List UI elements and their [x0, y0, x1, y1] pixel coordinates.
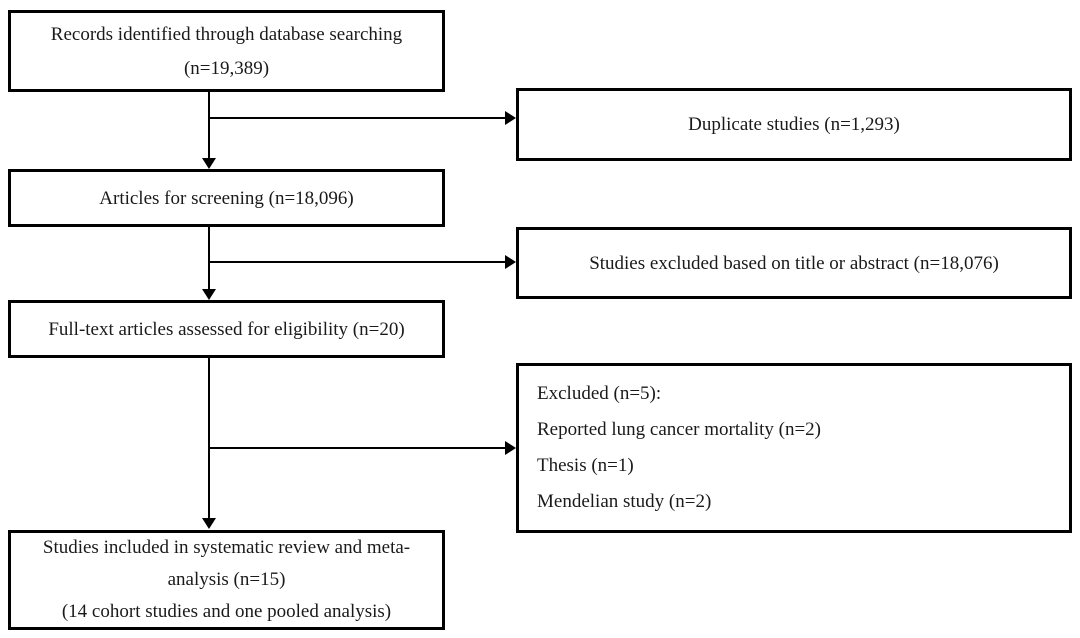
studies-included-box: Studies included in systematic review an… — [8, 530, 445, 630]
arrow-down-icon-2 — [202, 289, 216, 300]
arrow-down-icon-1 — [202, 158, 216, 169]
arrow-right-icon-1 — [505, 111, 516, 125]
records-identified-box: Records identified through database sear… — [8, 10, 445, 92]
fulltext-assessed-text: Full-text articles assessed for eligibil… — [48, 318, 405, 340]
arrow-right-icon-2 — [505, 255, 516, 269]
fulltext-assessed-box: Full-text articles assessed for eligibil… — [8, 300, 445, 358]
articles-screening-text: Articles for screening (n=18,096) — [99, 187, 354, 209]
connector-line-vertical-3 — [208, 358, 210, 519]
excluded-title-abstract-text: Studies excluded based on title or abstr… — [589, 252, 999, 274]
excluded-title-abstract-box: Studies excluded based on title or abstr… — [516, 227, 1072, 299]
connector-line-vertical-2 — [208, 227, 210, 290]
records-identified-count: (n=19,389) — [183, 57, 270, 79]
excluded-fulltext-reason-mendelian: Mendelian study (n=2) — [537, 491, 712, 512]
connector-line-horizontal-1 — [208, 117, 506, 119]
connector-line-horizontal-3 — [208, 447, 506, 449]
excluded-fulltext-box: Excluded (n=5): Reported lung cancer mor… — [516, 363, 1072, 533]
arrow-down-icon-3 — [202, 518, 216, 529]
excluded-fulltext-reason-mortality: Reported lung cancer mortality (n=2) — [537, 419, 822, 440]
excluded-fulltext-header: Excluded (n=5): — [537, 383, 662, 404]
connector-line-horizontal-2 — [208, 261, 506, 263]
duplicate-studies-text: Duplicate studies (n=1,293) — [688, 114, 900, 135]
excluded-fulltext-reason-thesis: Thesis (n=1) — [537, 455, 634, 476]
studies-included-detail: (14 cohort studies and one pooled analys… — [61, 601, 392, 622]
articles-screening-box: Articles for screening (n=18,096) — [8, 169, 445, 227]
duplicate-studies-box: Duplicate studies (n=1,293) — [516, 88, 1072, 161]
connector-line-vertical-1 — [208, 92, 210, 159]
records-identified-text: Records identified through database sear… — [50, 23, 403, 45]
studies-included-text: Studies included in systematic review an… — [42, 537, 411, 590]
arrow-right-icon-3 — [505, 441, 516, 455]
